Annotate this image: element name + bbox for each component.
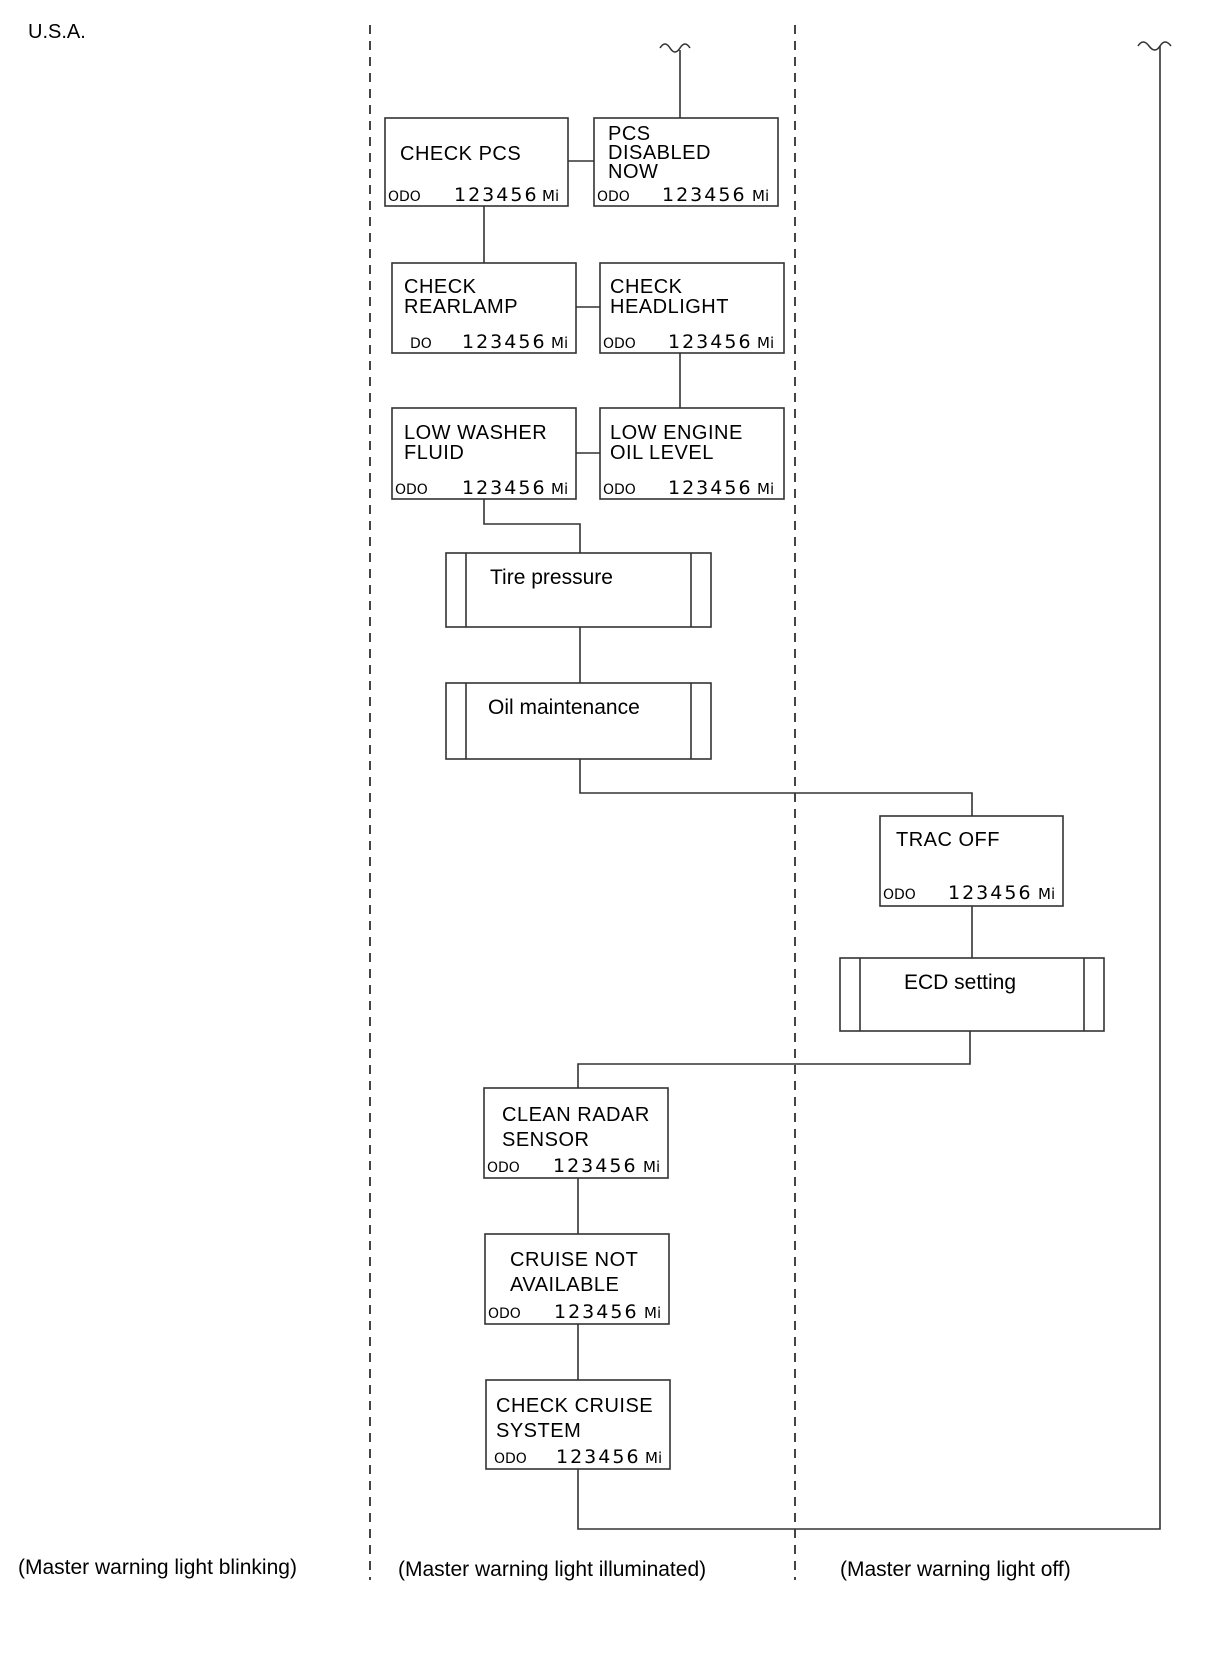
subprocess-label: ECD setting — [904, 971, 1016, 994]
odo-label: ODO — [395, 482, 428, 498]
caption-illuminated: (Master warning light illuminated) — [398, 1558, 706, 1581]
odo-value: 123456 — [668, 331, 753, 353]
display-line: LOW ENGINE — [610, 422, 743, 444]
display-line: LOW WASHER — [404, 422, 547, 444]
display-check-pcs: CHECK PCS ODO 123456 Mi — [384, 117, 569, 207]
odo-value: 123456 — [662, 184, 747, 206]
display-cruise-not-available: CRUISE NOT AVAILABLE ODO 123456 Mi — [484, 1233, 670, 1325]
odo-unit: Mi — [551, 480, 568, 498]
display-line: CHECK — [610, 276, 683, 298]
connector-loop-back — [577, 46, 1161, 1530]
subprocess-tire-pressure: Tire pressure — [445, 552, 712, 628]
break-mark-top — [659, 43, 691, 53]
subprocess-label: Tire pressure — [490, 566, 613, 589]
odo-value: 123456 — [554, 1301, 639, 1323]
display-clean-radar-sensor: CLEAN RADAR SENSOR ODO 123456 Mi — [483, 1087, 669, 1179]
connector-washer-tire — [483, 499, 581, 553]
display-line: CHECK CRUISE — [496, 1395, 653, 1417]
display-line: TRAC OFF — [896, 829, 1000, 851]
break-mark-right — [1137, 41, 1172, 51]
odo-unit: Mi — [757, 480, 774, 498]
odo-value: 123456 — [462, 477, 547, 499]
subprocess-oil-maintenance: Oil maintenance — [445, 682, 712, 760]
connector-lines — [483, 41, 1172, 1530]
odo-unit: Mi — [752, 187, 769, 205]
odo-value: 123456 — [948, 882, 1033, 904]
display-line: CLEAN RADAR — [502, 1104, 650, 1126]
caption-blinking: (Master warning light blinking) — [18, 1556, 297, 1579]
subprocess-ecd-setting: ECD setting — [839, 957, 1105, 1032]
odo-unit: Mi — [645, 1449, 662, 1467]
odo-unit: Mi — [551, 334, 568, 352]
display-line: REARLAMP — [404, 296, 518, 318]
odo-unit: Mi — [1038, 885, 1055, 903]
display-line: DISABLED — [608, 142, 711, 164]
display-line: OIL LEVEL — [610, 442, 714, 464]
display-line: HEADLIGHT — [610, 296, 729, 318]
odo-label: ODO — [487, 1160, 520, 1176]
odo-value: 123456 — [556, 1446, 641, 1468]
display-low-engine-oil: LOW ENGINE OIL LEVEL ODO 123456 Mi — [599, 407, 785, 500]
connector-oil-trac — [579, 759, 973, 816]
connector-ecd-radar — [577, 1031, 971, 1088]
display-pcs-disabled: PCS DISABLED NOW ODO 123456 Mi — [593, 117, 779, 207]
subprocess-label: Oil maintenance — [488, 696, 640, 719]
odo-label: ODO — [883, 887, 916, 903]
display-check-cruise-system: CHECK CRUISE SYSTEM ODO 123456 Mi — [485, 1379, 671, 1470]
odo-label: ODO — [494, 1451, 527, 1467]
odo-value: 123456 — [454, 184, 539, 206]
odo-label: ODO — [488, 1306, 521, 1322]
display-line: NOW — [608, 161, 658, 183]
odo-label: ODO — [603, 336, 636, 352]
display-low-washer-fluid: LOW WASHER FLUID ODO 123456 Mi — [391, 407, 577, 500]
odo-value: 123456 — [462, 331, 547, 353]
display-trac-off: TRAC OFF ODO 123456 Mi — [879, 815, 1064, 907]
odo-unit: Mi — [644, 1304, 661, 1322]
display-line: AVAILABLE — [510, 1274, 619, 1296]
odo-unit: Mi — [757, 334, 774, 352]
region-label: U.S.A. — [28, 21, 86, 43]
display-line: CHECK — [404, 276, 477, 298]
odo-label: DO — [410, 336, 432, 352]
odo-unit: Mi — [542, 187, 559, 205]
odo-value: 123456 — [553, 1155, 638, 1177]
display-line: FLUID — [404, 442, 464, 464]
display-line: PCS — [608, 123, 651, 145]
odo-label: ODO — [603, 482, 636, 498]
display-check-rearlamp: CHECK REARLAMP DO 123456 Mi — [391, 262, 577, 354]
caption-off: (Master warning light off) — [840, 1558, 1071, 1581]
odo-unit: Mi — [643, 1158, 660, 1176]
display-line: CHECK PCS — [400, 143, 521, 165]
odo-label: ODO — [597, 189, 630, 205]
display-line: SENSOR — [502, 1129, 589, 1151]
display-line: SYSTEM — [496, 1420, 581, 1442]
display-line: CRUISE NOT — [510, 1249, 638, 1271]
display-check-headlight: CHECK HEADLIGHT ODO 123456 Mi — [599, 262, 785, 354]
odo-value: 123456 — [668, 477, 753, 499]
odo-label: ODO — [388, 189, 421, 205]
